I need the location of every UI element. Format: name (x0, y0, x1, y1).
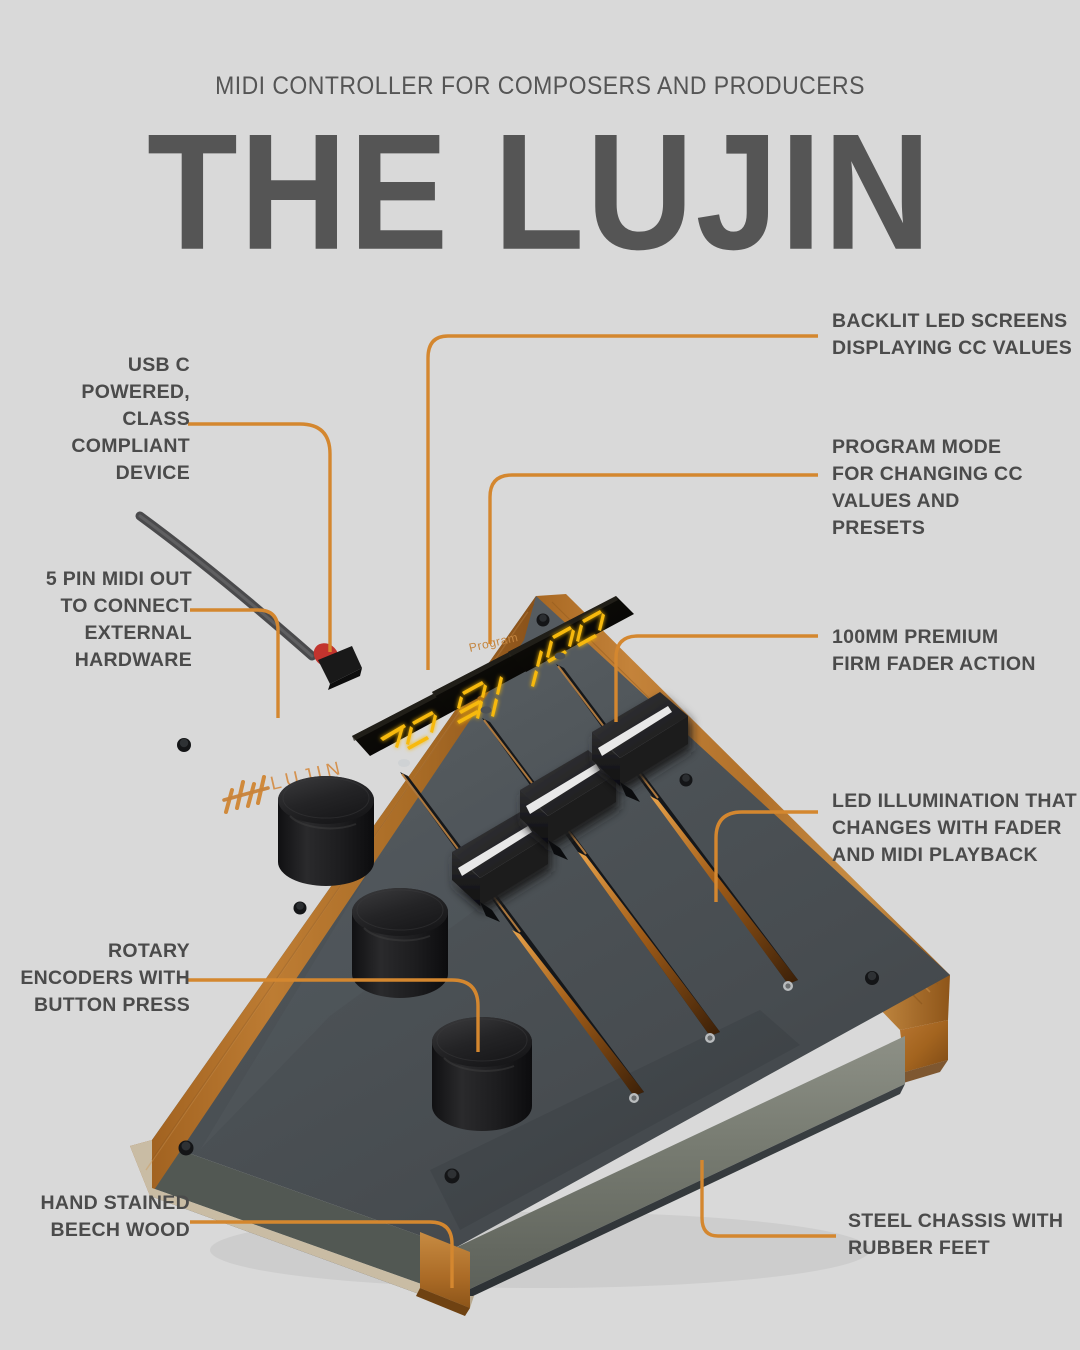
leader-rotary (188, 978, 480, 1052)
led-screen-2 (432, 636, 558, 724)
fader-1-indicator (458, 826, 532, 876)
led-screen-3 (508, 596, 634, 687)
device-logo-text: LUJIN (268, 757, 346, 794)
device-brand-logo: LUJIN (222, 757, 346, 814)
fader-3-indicator (598, 706, 672, 756)
annotation-midi-out: 5 PIN MIDI OUT TO CONNECT EXTERNAL HARDW… (45, 568, 192, 671)
fader-2-indicator (526, 764, 600, 814)
annotation-rotary-encoders: ROTARY ENCODERS WITH BUTTON PRESS (20, 940, 190, 1016)
page-subtitle: MIDI CONTROLLER FOR COMPOSERS AND PRODUC… (215, 72, 865, 100)
page-title: THE LUJIN (147, 98, 933, 285)
leader-steel-chassis (700, 1160, 836, 1238)
header: MIDI CONTROLLER FOR COMPOSERS AND PRODUC… (0, 0, 1080, 275)
annotation-usb-c: USB C POWERED, CLASS COMPLIANT DEVICE (71, 354, 190, 484)
fader-1[interactable] (400, 772, 644, 1103)
leader-led-illumination (714, 810, 818, 902)
leader-beech-wood (190, 1220, 454, 1288)
program-label: Program (468, 630, 520, 655)
rotary-knob-1[interactable] (278, 776, 374, 886)
leader-midi-out (190, 608, 280, 718)
annotation-led-illumination: LED ILLUMINATION THAT CHANGES WITH FADER… (832, 790, 1077, 866)
cable-connector (318, 646, 362, 684)
leader-fader-action (614, 634, 818, 722)
fader-3[interactable] (556, 664, 798, 991)
rotary-knob-2[interactable] (352, 888, 448, 998)
annotation-led-screens: BACKLIT LED SCREENS DISPLAYING CC VALUES (832, 310, 1073, 359)
chassis-front-face (150, 1036, 905, 1306)
chassis-screws (177, 613, 879, 1184)
fader-indicator-dots (398, 652, 566, 767)
fader-2[interactable] (482, 718, 720, 1043)
annotation-fader-action: 100MM PREMIUM FIRM FADER ACTION (832, 626, 1036, 675)
wood-end-cap-left (416, 1232, 470, 1316)
chassis-top-panel (152, 596, 950, 1248)
led-screen-1 (352, 680, 478, 756)
leader-usb-c (188, 422, 332, 652)
annotation-beech-wood: HAND STAINED BEECH WOOD (40, 1192, 190, 1241)
annotation-steel-chassis: STEEL CHASSIS WITH RUBBER FEET (848, 1210, 1064, 1259)
annotation-program-mode: PROGRAM MODE FOR CHANGING CC VALUES AND … (832, 436, 1023, 539)
leader-led-screens (426, 334, 818, 670)
leader-program-mode (488, 473, 818, 644)
rotary-knob-3[interactable] (432, 1017, 532, 1131)
device-shadow (210, 1212, 870, 1288)
cable-red-collar (313, 643, 339, 667)
